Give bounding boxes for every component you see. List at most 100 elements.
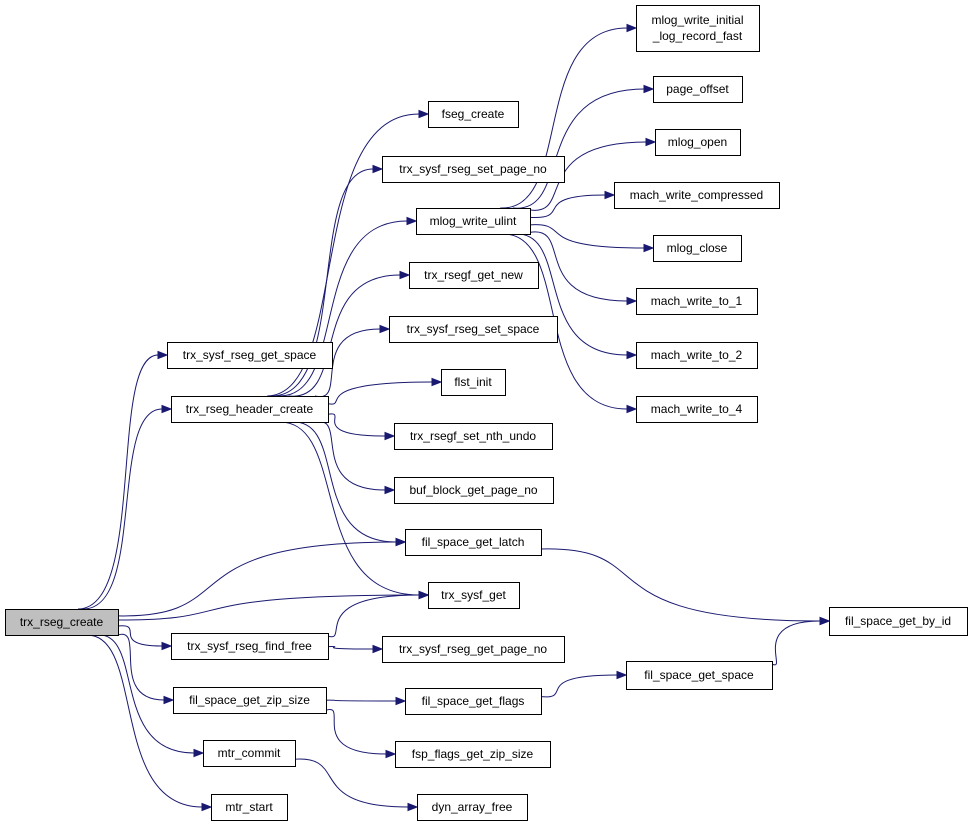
node-label: dyn_array_free bbox=[432, 800, 513, 814]
arrowhead-icon bbox=[616, 670, 628, 680]
arrowhead-icon bbox=[372, 164, 384, 174]
arrowhead-icon bbox=[604, 190, 616, 200]
node-trx_sysf_rseg_get_page_no[interactable]: trx_sysf_rseg_get_page_no bbox=[382, 636, 565, 663]
node-fil_space_get_flags[interactable]: fil_space_get_flags bbox=[405, 688, 542, 715]
edge-trx_rseg_create-to-trx_sysf_get bbox=[117, 590, 430, 621]
arrowhead-icon bbox=[384, 431, 396, 441]
node-mach_write_to_4[interactable]: mach_write_to_4 bbox=[636, 396, 758, 423]
arrowhead-icon bbox=[626, 296, 638, 306]
node-label: fil_space_get_zip_size bbox=[189, 693, 310, 707]
edge-mlog_write_ulint-to-mach_write_compressed bbox=[529, 190, 616, 218]
edge-trx_rseg_create-to-trx_rseg_header_create bbox=[82, 404, 173, 610]
edge-trx_rseg_header_create-to-mlog_write_ulint bbox=[277, 216, 418, 397]
edge-fil_space_get_flags-to-fil_space_get_space bbox=[540, 670, 628, 698]
node-box bbox=[416, 208, 531, 235]
arrowhead-icon bbox=[406, 216, 418, 226]
node-mach_write_to_1[interactable]: mach_write_to_1 bbox=[636, 288, 758, 315]
node-fil_space_get_space[interactable]: fil_space_get_space bbox=[626, 661, 773, 690]
node-box bbox=[173, 687, 327, 714]
node-label: fseg_create bbox=[442, 107, 505, 121]
node-layer: trx_rseg_createtrx_sysf_rseg_get_spacetr… bbox=[5, 5, 968, 821]
node-trx_rseg_header_create[interactable]: trx_rseg_header_create bbox=[171, 396, 329, 423]
edge-line bbox=[327, 381, 433, 405]
edge-trx_rseg_header_create-to-flst_init bbox=[327, 377, 443, 405]
node-trx_rsegf_get_new[interactable]: trx_rsegf_get_new bbox=[409, 262, 539, 289]
node-box bbox=[829, 607, 968, 636]
node-mtr_commit[interactable]: mtr_commit bbox=[203, 740, 296, 767]
node-box bbox=[211, 794, 288, 821]
arrowhead-icon bbox=[193, 748, 205, 758]
node-trx_rsegf_set_nth_undo[interactable]: trx_rsegf_set_nth_undo bbox=[394, 423, 553, 450]
node-box bbox=[405, 529, 542, 556]
node-trx_sysf_rseg_set_space[interactable]: trx_sysf_rseg_set_space bbox=[389, 316, 558, 343]
edge-line bbox=[327, 646, 374, 650]
edge-line bbox=[82, 408, 163, 610]
arrowhead-icon bbox=[161, 641, 173, 651]
node-trx_rseg_create[interactable]: trx_rseg_create bbox=[5, 609, 119, 636]
node-box bbox=[636, 288, 758, 315]
node-box bbox=[394, 477, 554, 504]
node-label: flst_init bbox=[454, 375, 492, 389]
node-fseg_create[interactable]: fseg_create bbox=[428, 101, 519, 128]
node-trx_sysf_rseg_get_space[interactable]: trx_sysf_rseg_get_space bbox=[167, 342, 333, 369]
edge-mlog_write_ulint-to-mlog_write_initial_log_record_fast bbox=[500, 23, 638, 209]
edge-trx_rseg_create-to-fil_space_get_zip_size bbox=[117, 633, 175, 705]
node-fil_space_get_zip_size[interactable]: fil_space_get_zip_size bbox=[173, 687, 327, 714]
node-box bbox=[636, 396, 758, 423]
node-box bbox=[428, 582, 520, 609]
edge-trx_rseg_header_create-to-trx_rsegf_set_nth_undo bbox=[327, 413, 396, 441]
node-mtr_start[interactable]: mtr_start bbox=[211, 794, 288, 821]
node-box bbox=[417, 794, 528, 821]
node-fsp_flags_get_zip_size[interactable]: fsp_flags_get_zip_size bbox=[395, 741, 551, 768]
node-box bbox=[405, 688, 542, 715]
node-page_offset[interactable]: page_offset bbox=[653, 76, 743, 103]
arrowhead-icon bbox=[201, 802, 213, 812]
edge-line bbox=[294, 758, 409, 808]
node-box bbox=[382, 636, 565, 663]
node-box bbox=[5, 609, 119, 636]
arrowhead-icon bbox=[163, 695, 175, 705]
node-label: fil_space_get_by_id bbox=[845, 614, 951, 628]
node-box bbox=[626, 661, 773, 690]
node-mach_write_to_2[interactable]: mach_write_to_2 bbox=[636, 342, 758, 369]
edge-mtr_commit-to-dyn_array_free bbox=[294, 758, 419, 812]
node-label: _log_record_fast bbox=[652, 29, 743, 43]
arrowhead-icon bbox=[431, 377, 443, 387]
arrowhead-icon bbox=[384, 485, 396, 495]
node-box bbox=[428, 101, 519, 128]
edge-line bbox=[117, 594, 420, 621]
node-dyn_array_free[interactable]: dyn_array_free bbox=[417, 794, 528, 821]
edge-line bbox=[511, 233, 628, 356]
edge-line bbox=[529, 194, 606, 218]
node-trx_sysf_rseg_find_free[interactable]: trx_sysf_rseg_find_free bbox=[171, 633, 329, 660]
node-fil_space_get_by_id[interactable]: fil_space_get_by_id bbox=[829, 607, 968, 636]
node-box bbox=[636, 342, 758, 369]
node-box bbox=[171, 396, 329, 423]
edge-line bbox=[288, 421, 397, 543]
node-mlog_open[interactable]: mlog_open bbox=[655, 129, 741, 156]
edge-trx_rseg_create-to-fil_space_get_latch bbox=[117, 537, 407, 617]
arrowhead-icon bbox=[161, 404, 173, 414]
node-mlog_close[interactable]: mlog_close bbox=[653, 235, 742, 262]
node-label: fil_space_get_flags bbox=[422, 694, 525, 708]
node-mlog_write_initial_log_record_fast[interactable]: mlog_write_initial_log_record_fast bbox=[636, 5, 760, 52]
node-flst_init[interactable]: flst_init bbox=[441, 369, 506, 396]
edge-line bbox=[771, 620, 821, 666]
node-box bbox=[394, 423, 553, 450]
node-mlog_write_ulint[interactable]: mlog_write_ulint bbox=[416, 208, 531, 235]
edge-line bbox=[325, 699, 397, 702]
edge-trx_sysf_rseg_find_free-to-trx_sysf_get bbox=[327, 590, 430, 638]
node-trx_sysf_get[interactable]: trx_sysf_get bbox=[428, 582, 520, 609]
node-label: trx_sysf_rseg_set_space bbox=[407, 322, 540, 336]
edge-mlog_write_ulint-to-mlog_close bbox=[529, 224, 655, 253]
node-mach_write_compressed[interactable]: mach_write_compressed bbox=[614, 182, 780, 209]
node-box bbox=[409, 262, 539, 289]
arrowhead-icon bbox=[418, 590, 430, 600]
node-buf_block_get_page_no[interactable]: buf_block_get_page_no bbox=[394, 477, 554, 504]
node-label: trx_rsegf_set_nth_undo bbox=[410, 429, 536, 443]
node-trx_sysf_rseg_set_page_no[interactable]: trx_sysf_rseg_set_page_no bbox=[382, 156, 565, 183]
node-fil_space_get_latch[interactable]: fil_space_get_latch bbox=[405, 529, 542, 556]
node-label: trx_rsegf_get_new bbox=[424, 268, 523, 282]
edge-line bbox=[540, 548, 821, 622]
